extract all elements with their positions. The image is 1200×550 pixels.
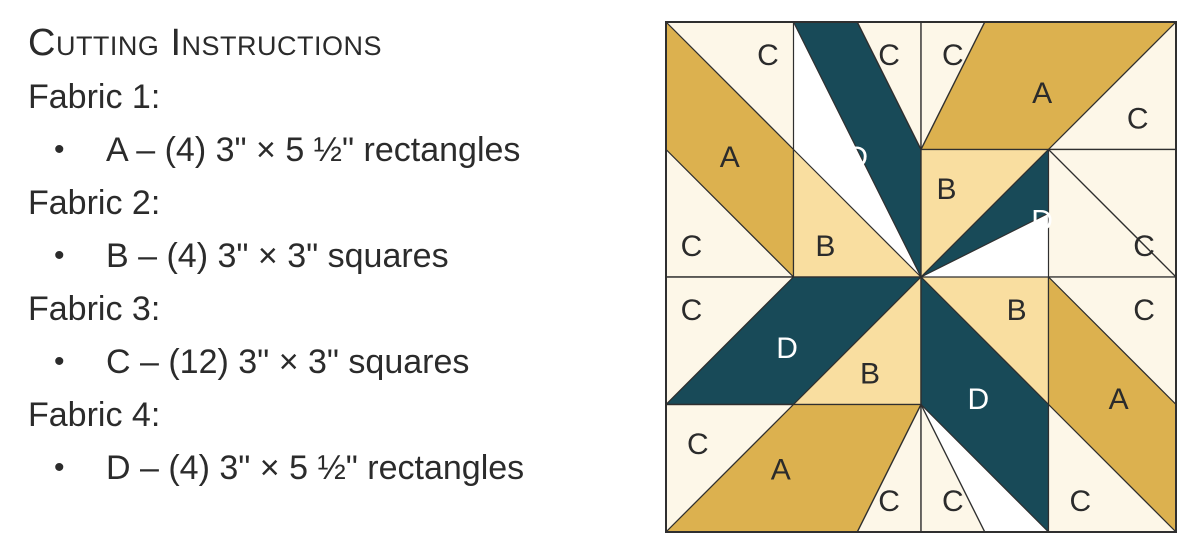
- patch-label-a: A: [1109, 383, 1129, 416]
- seam-line: [1048, 149, 1177, 278]
- bullet-icon: •: [54, 133, 65, 166]
- patch-label-c: C: [878, 485, 900, 518]
- patch-label-b: B: [815, 230, 835, 263]
- fabric-1-item-text: A – (4) 3" × 5 ½" rectangles: [106, 131, 521, 169]
- bullet-icon: •: [54, 345, 65, 378]
- fabric-3-item-text: C – (12) 3" × 3" squares: [106, 343, 470, 381]
- fabric-4-item: • D – (4) 3" × 5 ½" rectangles: [54, 437, 648, 499]
- patch-label-c: C: [1070, 485, 1092, 518]
- patch-label-c: C: [757, 39, 779, 72]
- seam-line: [920, 21, 986, 150]
- patch-label-c: C: [878, 39, 900, 72]
- seam-line: [920, 404, 986, 533]
- patch-label-a: A: [720, 141, 740, 174]
- fabric-2-item: • B – (4) 3" × 3" squares: [54, 225, 648, 287]
- patch-label-c: C: [681, 230, 703, 263]
- patch-label-c: C: [1127, 103, 1149, 136]
- fabric-2-label: Fabric 2:: [28, 184, 161, 222]
- patch-label-c: C: [681, 294, 703, 327]
- fabric-1-label: Fabric 1:: [28, 78, 161, 116]
- cutting-instructions: Cutting Instructions Fabric 1: • A – (4)…: [28, 22, 648, 499]
- bullet-icon: •: [54, 239, 65, 272]
- patch-label-d: D: [968, 383, 990, 416]
- patch-label-c: C: [1133, 230, 1155, 263]
- patch-label-a: A: [771, 453, 791, 486]
- patch-label-c: C: [1133, 294, 1155, 327]
- fabric-2-item-text: B – (4) 3" × 3" squares: [106, 237, 449, 275]
- fabric-3-item: • C – (12) 3" × 3" squares: [54, 331, 648, 393]
- patch-label-b: B: [936, 173, 956, 206]
- block-border: [665, 21, 1177, 533]
- fabric-3-label: Fabric 3:: [28, 290, 161, 328]
- patch-label-c: C: [942, 39, 964, 72]
- fabric-4-item-text: D – (4) 3" × 5 ½" rectangles: [106, 449, 525, 487]
- patch-label-b: B: [860, 358, 880, 391]
- page-title: Cutting Instructions: [28, 22, 383, 64]
- patch-label-d: D: [846, 141, 868, 174]
- bullet-icon: •: [54, 451, 65, 484]
- patch-label-c: C: [942, 485, 964, 518]
- patch-label-b: B: [1007, 294, 1027, 327]
- fabric-1-item: • A – (4) 3" × 5 ½" rectangles: [54, 119, 648, 181]
- seam-line: [856, 404, 922, 533]
- patch-label-d: D: [776, 332, 798, 365]
- fabric-4-label: Fabric 4:: [28, 396, 161, 434]
- patch-label-c: C: [687, 428, 709, 461]
- patch-label-d: D: [1031, 205, 1053, 238]
- patch-label-a: A: [1032, 77, 1052, 110]
- seam-line: [856, 21, 922, 150]
